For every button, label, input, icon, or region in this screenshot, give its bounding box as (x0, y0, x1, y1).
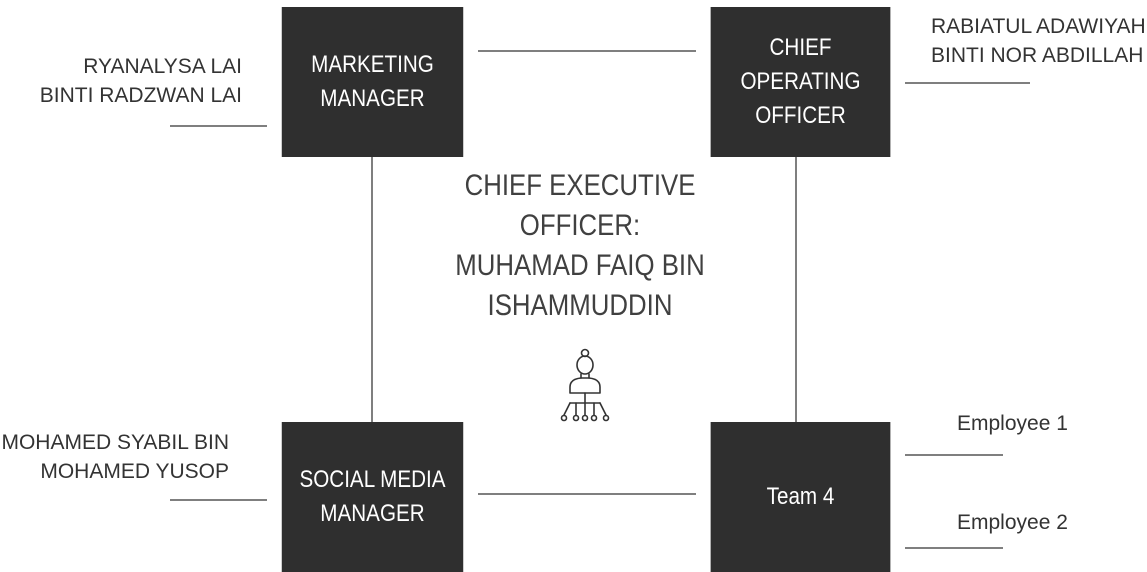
social-media-manager-name: MOHAMED SYABIL BIN MOHAMED YUSOP (1, 431, 229, 483)
coo-box: CHIEF OPERATING OFFICER (710, 7, 891, 157)
social-media-manager-box: SOCIAL MEDIA MANAGER (281, 422, 464, 572)
employee-1-label: Employee 1 (957, 412, 1068, 435)
marketing-manager-label: MARKETING MANAGER (311, 51, 434, 112)
marketing-manager-box: MARKETING MANAGER (281, 7, 464, 157)
leader-network-icon (560, 348, 610, 422)
coo-name: RABIATUL ADAWIYAH BINTI NOR ABDILLAH (931, 15, 1146, 67)
ceo-title: CHIEF EXECUTIVE OFFICER: MUHAMAD FAIQ BI… (455, 169, 705, 322)
team-box: Team 4 (710, 422, 891, 572)
marketing-manager-name: RYANALYSA LAI BINTI RADZWAN LAI (39, 55, 242, 107)
team-label: Team 4 (766, 483, 835, 510)
social-media-manager-label: SOCIAL MEDIA MANAGER (299, 466, 446, 527)
employee-2-label: Employee 2 (957, 511, 1068, 534)
coo-label: CHIEF OPERATING OFFICER (740, 34, 861, 129)
